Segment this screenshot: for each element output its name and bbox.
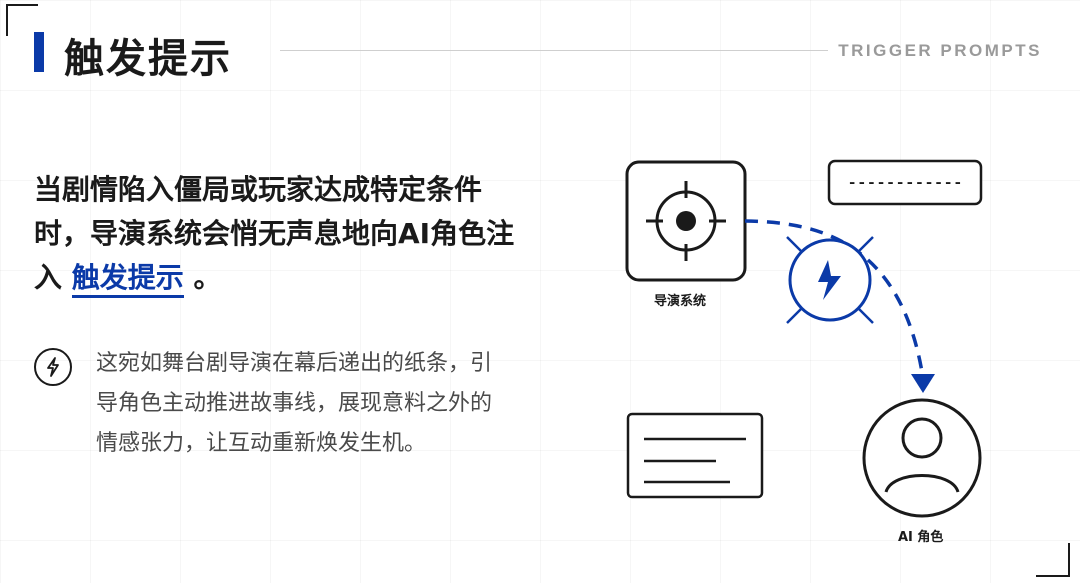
user-avatar-icon xyxy=(862,398,982,518)
flow-arrow-head xyxy=(911,374,935,393)
title-accent-bar xyxy=(34,32,44,72)
headline-text-before: 当剧情陷入僵局或玩家达成特定条件时，导演系统会悄无声息地向AI角色注入 xyxy=(34,173,515,294)
body-paragraph: 这宛如舞台剧导演在幕后递出的纸条，引导角色主动推进故事线，展现意料之外的情感张力… xyxy=(96,351,493,456)
prompt-box: ------------ xyxy=(827,159,983,206)
director-system-label: 导演系统 xyxy=(654,294,707,309)
headline-text-after: 。 xyxy=(193,261,222,294)
trigger-diagram: ------------ 导演系统 AI 角色 xyxy=(580,140,1040,560)
diagram-canvas: ------------ xyxy=(625,159,983,518)
page-title: 触发提示 xyxy=(64,36,232,82)
document-lines-icon xyxy=(626,412,764,499)
prompt-box-text: ------------ xyxy=(847,174,962,192)
title-divider xyxy=(280,50,828,51)
ai-character-label: AI 角色 xyxy=(898,530,944,545)
page-subtitle-en: TRIGGER PROMPTS xyxy=(838,41,1042,60)
headline-highlight: 触发提示 xyxy=(71,261,184,298)
corner-bracket-top-left xyxy=(6,4,38,36)
corner-bracket-bottom-right xyxy=(1036,543,1070,577)
flow-arrow-line xyxy=(744,219,924,373)
lightning-circle-icon xyxy=(34,348,72,386)
headline: 当剧情陷入僵局或玩家达成特定条件时，导演系统会悄无声息地向AI角色注入 触发提示… xyxy=(34,168,524,300)
crosshair-icon xyxy=(625,160,747,282)
lightning-burst-icon xyxy=(786,236,874,324)
